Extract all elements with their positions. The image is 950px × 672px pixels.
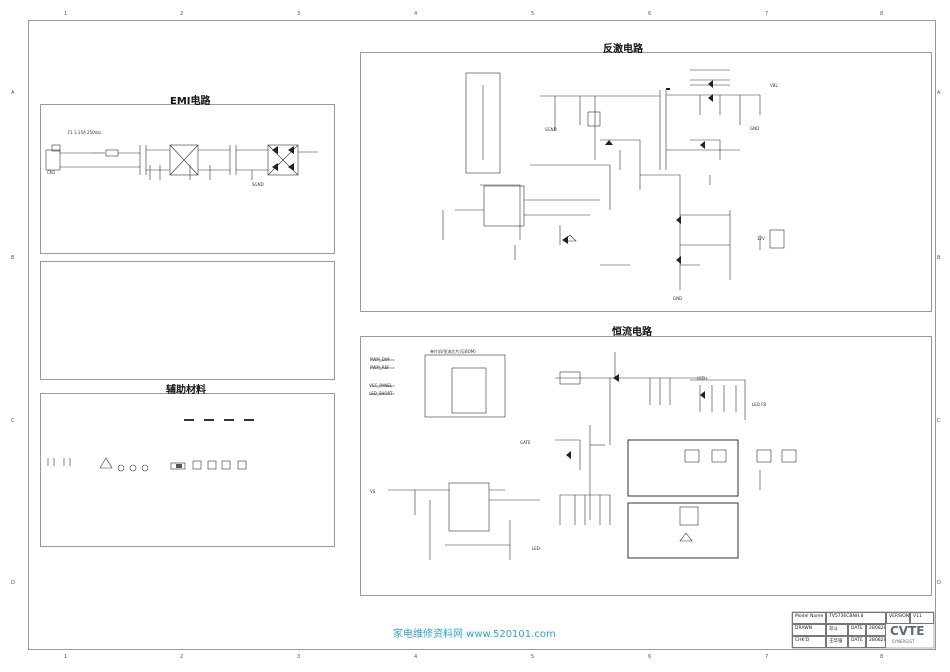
gate-label: GATE xyxy=(520,440,531,445)
cvte-logo: CVTE xyxy=(890,624,925,638)
grid-bottom-7: 7 xyxy=(765,654,769,660)
cvte-logo-sub: SYNERGIST xyxy=(892,639,915,644)
aux-title: 辅助材料 xyxy=(166,385,206,396)
tb-check-label: CHK'D xyxy=(792,636,826,648)
tb-date2-label: DATE xyxy=(848,636,866,648)
cn1-label: CN1 xyxy=(47,170,56,175)
grid-top-7: 7 xyxy=(765,11,769,17)
pwm-ref-label: PWM_REF xyxy=(370,365,390,370)
grid-top-1: 1 xyxy=(64,11,68,17)
sgnd-label-emi: SGND xyxy=(252,182,264,187)
twelve-v-label: 12V xyxy=(757,236,765,241)
ic-note-label: 单片机/恒流芯片(见BOM) xyxy=(430,349,476,354)
tb-date-label: DATE xyxy=(848,624,866,636)
grid-bottom-8: 8 xyxy=(880,654,884,660)
grid-top-8: 8 xyxy=(880,11,884,17)
grid-right-c: C xyxy=(937,418,941,424)
tb-date-value: 2B0828 xyxy=(866,624,886,636)
cc-title: 恒流电路 xyxy=(612,327,652,338)
blank-panel xyxy=(40,261,335,380)
drawing-frame xyxy=(28,20,936,650)
fuse-label: F1 3.15A 250Vac xyxy=(68,130,102,135)
aux-panel xyxy=(40,393,335,547)
grid-right-d: D xyxy=(937,580,941,586)
grid-left-b: B xyxy=(11,255,15,261)
grid-top-4: 4 xyxy=(414,11,418,17)
grid-left-a: A xyxy=(11,90,15,96)
tb-version-label: VERSION xyxy=(886,612,910,624)
tb-model-value: TV5736CBNH.8 xyxy=(826,612,886,624)
vs-label: VS xyxy=(370,489,376,494)
pwm-dim-label: PWM_DIM xyxy=(370,357,390,362)
tb-model-label: Model Name xyxy=(792,612,826,624)
grid-bottom-1: 1 xyxy=(64,654,68,660)
tb-drawn-label: DRAWN xyxy=(792,624,826,636)
vcc-panel-label: VCC_PANEL xyxy=(369,383,392,388)
grid-bottom-6: 6 xyxy=(648,654,652,660)
grid-bottom-5: 5 xyxy=(531,654,535,660)
tb-drawn-value: 邓斗 xyxy=(826,624,848,636)
grid-bottom-4: 4 xyxy=(414,654,418,660)
flyback-panel xyxy=(360,52,932,312)
grid-right-a: A xyxy=(937,90,941,96)
grid-left-c: C xyxy=(11,418,15,424)
footer-watermark: 家电维修资料网 www.520101.com xyxy=(393,629,556,640)
grid-bottom-2: 2 xyxy=(180,654,184,660)
grid-right-b: B xyxy=(937,255,941,261)
cc-panel xyxy=(360,336,932,596)
tb-version-value: V11 xyxy=(910,612,934,624)
led-short-label: LED_SHORT xyxy=(369,391,393,396)
tb-check-value: 王华强 xyxy=(826,636,848,648)
gnd-label-lower: GND xyxy=(673,296,683,301)
flyback-title: 反激电路 xyxy=(603,44,643,55)
led-minus-label: LED- xyxy=(532,546,542,551)
led-fb-label: LED FB xyxy=(752,402,767,407)
grid-top-2: 2 xyxy=(180,11,184,17)
tb-date2-value: 2B0828 xyxy=(866,636,886,648)
grid-top-6: 6 xyxy=(648,11,652,17)
grid-top-5: 5 xyxy=(531,11,535,17)
vbl-label: VBL xyxy=(770,83,778,88)
sgnd-label-flyback: SGND xyxy=(545,127,557,132)
grid-top-3: 3 xyxy=(297,11,301,17)
grid-bottom-3: 3 xyxy=(297,654,301,660)
gnd-label-flyback: GND xyxy=(750,126,760,131)
grid-left-d: D xyxy=(11,580,15,586)
emi-title: EMI电路 xyxy=(170,96,211,107)
led-plus-label: LED+ xyxy=(697,376,709,381)
emi-panel xyxy=(40,104,335,254)
